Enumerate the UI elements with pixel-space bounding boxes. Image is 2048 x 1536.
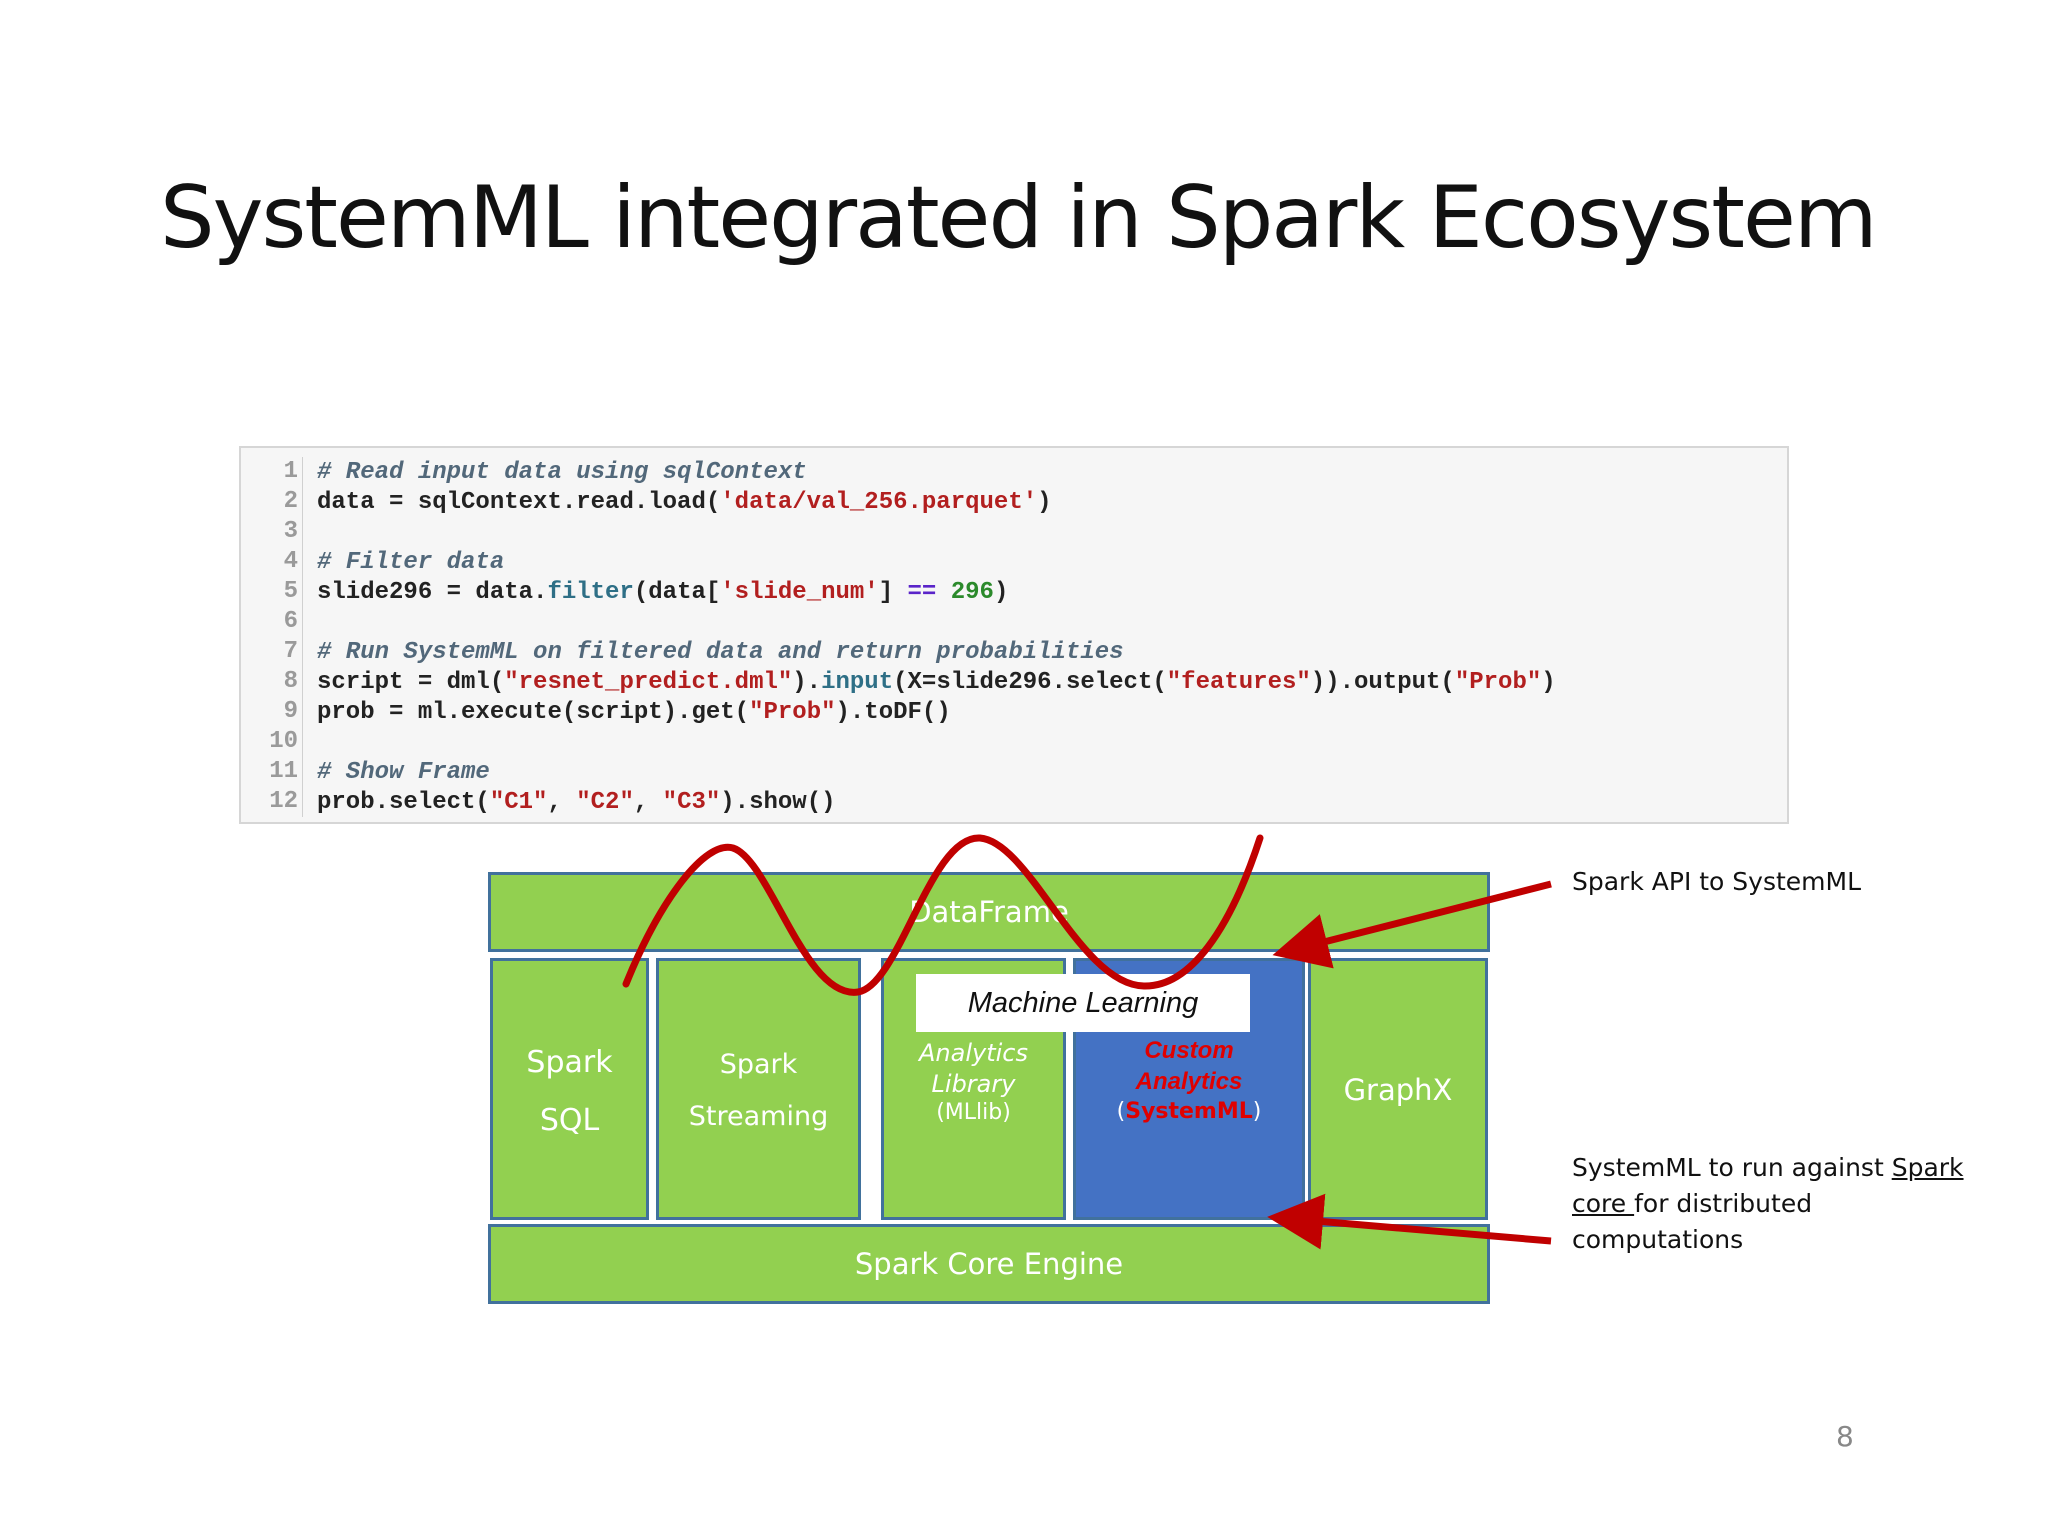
spark-core-engine-block: Spark Core Engine: [488, 1224, 1490, 1304]
code-comment: # Show Frame: [317, 758, 490, 786]
line-number: 10: [241, 727, 303, 757]
code-line: 5 slide296 = data.filter(data['slide_num…: [241, 577, 1008, 607]
annotation-core-text-2: for distributed: [1634, 1189, 1813, 1218]
line-number: 7: [241, 637, 303, 667]
line-number: 9: [241, 697, 303, 727]
graphx-block: GraphX: [1308, 958, 1488, 1220]
spark-sql-label-2: SQL: [539, 1103, 600, 1138]
line-number: 8: [241, 667, 303, 697]
analytics-label-2: Library: [931, 1070, 1016, 1098]
spark-sql-label-1: Spark: [526, 1045, 613, 1080]
line-number: 3: [241, 517, 303, 547]
code-text: prob.select("C1", "C2", "C3").show(): [317, 788, 836, 816]
code-comment: # Run SystemML on filtered data and retu…: [317, 638, 1124, 666]
core-engine-label: Spark Core Engine: [854, 1247, 1124, 1281]
systemml-label: (SystemML): [1116, 1099, 1262, 1124]
annotation-core: SystemML to run against Spark core for d…: [1572, 1150, 1992, 1258]
code-comment: # Read input data using sqlContext: [317, 458, 807, 486]
code-panel: 1 # Read input data using sqlContext 2 d…: [239, 446, 1789, 824]
spark-streaming-block: Spark Streaming: [656, 958, 861, 1220]
code-line: 10: [241, 727, 317, 757]
code-line: 11 # Show Frame: [241, 757, 490, 787]
line-number: 5: [241, 577, 303, 607]
slide-title: SystemML integrated in Spark Ecosystem: [160, 168, 1878, 268]
code-text: prob = ml.execute(script).get("Prob").to…: [317, 698, 951, 726]
graphx-label: GraphX: [1343, 1073, 1453, 1107]
line-number: 4: [241, 547, 303, 577]
code-line: 3: [241, 517, 317, 547]
analytics-label-1: Analytics: [919, 1039, 1028, 1067]
code-line: 8 script = dml("resnet_predict.dml").inp…: [241, 667, 1556, 697]
annotation-core-link-1: Spark: [1891, 1153, 1964, 1182]
machine-learning-label: Machine Learning: [916, 974, 1250, 1032]
spark-sql-block: Spark SQL: [490, 958, 649, 1220]
spark-streaming-label-2: Streaming: [688, 1101, 829, 1132]
code-comment: # Filter data: [317, 548, 505, 576]
code-text: script = dml("resnet_predict.dml").input…: [317, 668, 1556, 696]
code-line: 6: [241, 607, 317, 637]
custom-label-1: Custom: [1144, 1037, 1234, 1064]
spark-streaming-label-1: Spark: [719, 1049, 798, 1080]
red-wave-line: [622, 834, 1264, 996]
code-line: 1 # Read input data using sqlContext: [241, 457, 807, 487]
line-number: 11: [241, 757, 303, 787]
systemml-text: SystemML: [1125, 1099, 1253, 1124]
annotation-core-text-3: computations: [1572, 1225, 1744, 1254]
line-number: 12: [241, 787, 303, 817]
dataframe-label: DataFrame: [909, 895, 1069, 929]
code-text: data = sqlContext.read.load('data/val_25…: [317, 488, 1052, 516]
code-line: 12 prob.select("C1", "C2", "C3").show(): [241, 787, 836, 817]
api-arrow: [1272, 880, 1552, 969]
annotation-api: Spark API to SystemML: [1572, 867, 1862, 896]
line-number: 2: [241, 487, 303, 517]
code-line: 2 data = sqlContext.read.load('data/val_…: [241, 487, 1052, 517]
code-text: slide296 = data.filter(data['slide_num']…: [317, 578, 1009, 606]
mllib-label: (MLlib): [936, 1100, 1011, 1125]
code-line: 7 # Run SystemML on filtered data and re…: [241, 637, 1124, 667]
line-number: 1: [241, 457, 303, 487]
core-arrow: [1267, 1193, 1552, 1250]
code-line: 9 prob = ml.execute(script).get("Prob").…: [241, 697, 951, 727]
page-number: 8: [1836, 1420, 1854, 1453]
annotation-core-text-1: SystemML to run against: [1572, 1153, 1892, 1182]
annotation-core-link-2: core: [1572, 1189, 1635, 1218]
custom-label-2: Analytics: [1135, 1068, 1243, 1095]
line-number: 6: [241, 607, 303, 637]
code-line: 4 # Filter data: [241, 547, 504, 577]
